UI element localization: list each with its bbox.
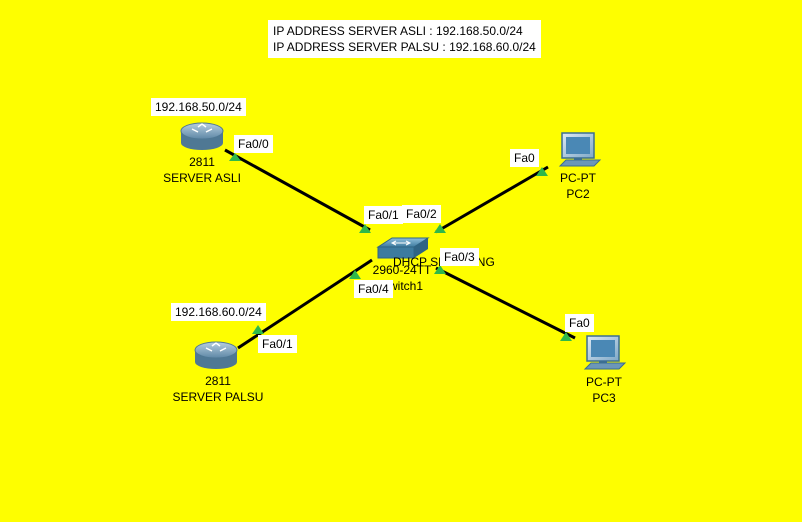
note-line-server-palsu: IP ADDRESS SERVER PALSU : 192.168.60.0/2…: [273, 40, 536, 54]
network-label-server-asli: 192.168.50.0/24: [151, 98, 246, 116]
server-palsu-name: SERVER PALSU: [172, 390, 264, 404]
link-status-icon: [252, 325, 264, 334]
port-label-switch-fa0-1: Fa0/1: [364, 206, 403, 224]
port-label-server-palsu: Fa0/1: [258, 335, 297, 353]
link-status-icon: [536, 167, 548, 176]
link-server-asli-switch[interactable]: [224, 148, 371, 232]
switch-icon[interactable]: [376, 237, 430, 259]
router-icon-server-asli[interactable]: [180, 122, 224, 150]
port-label-switch-fa0-3: Fa0/3: [440, 248, 479, 266]
ip-address-note: IP ADDRESS SERVER ASLI : 192.168.50.0/24…: [268, 20, 541, 58]
port-label-server-asli: Fa0/0: [234, 135, 273, 153]
link-status-icon: [349, 270, 361, 279]
pc3-model: PC-PT: [586, 375, 622, 389]
port-label-switch-fa0-2: Fa0/2: [402, 205, 441, 223]
port-label-pc2: Fa0: [510, 149, 539, 167]
port-label-pc3: Fa0: [565, 314, 594, 332]
router-icon-server-palsu[interactable]: [194, 341, 238, 369]
link-status-icon: [229, 153, 241, 161]
pc3-name: PC3: [592, 391, 616, 405]
pc-icon-pc3[interactable]: [583, 335, 627, 370]
link-status-icon: [434, 224, 446, 233]
pc2-model: PC-PT: [560, 171, 596, 185]
note-line-server-asli: IP ADDRESS SERVER ASLI : 192.168.50.0/24: [273, 24, 523, 38]
server-asli-model: 2811: [189, 155, 215, 169]
link-status-icon: [560, 332, 572, 341]
pc2-name: PC2: [566, 187, 590, 201]
port-label-switch-fa0-4: Fa0/4: [354, 280, 393, 298]
server-palsu-model: 2811: [205, 374, 231, 388]
link-switch-pc2[interactable]: [435, 165, 549, 234]
switch-model: 2960-24TT: [372, 263, 432, 277]
link-status-icon: [434, 265, 446, 274]
server-asli-name: SERVER ASLI: [163, 171, 241, 185]
pc-icon-pc2[interactable]: [558, 132, 602, 167]
network-label-server-palsu: 192.168.60.0/24: [171, 303, 266, 321]
link-status-icon: [359, 224, 371, 233]
link-switch-pc3[interactable]: [435, 266, 576, 340]
